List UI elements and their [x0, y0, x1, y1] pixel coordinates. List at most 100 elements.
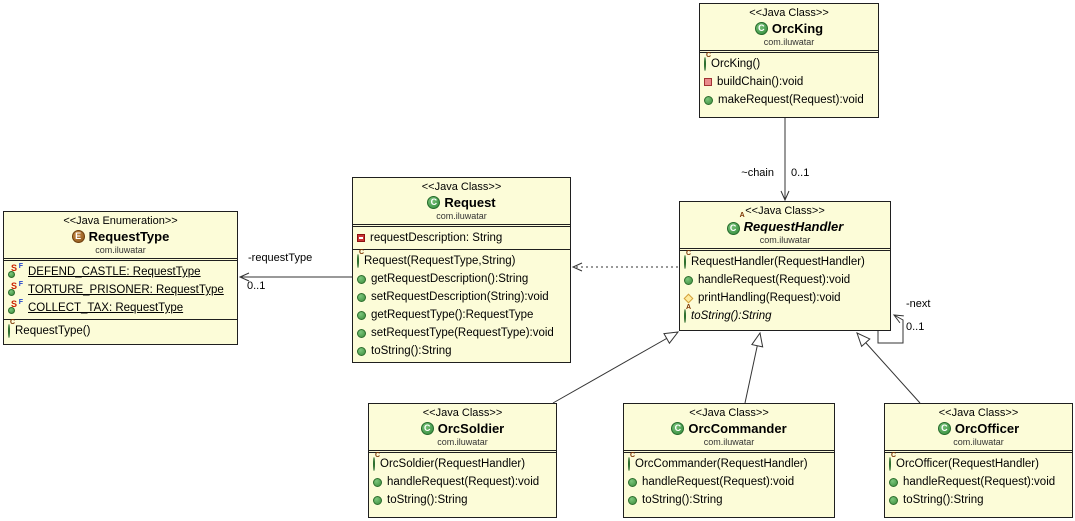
method-row[interactable]: C Request(RequestType,String) [353, 249, 570, 270]
class-box-orcsoldier[interactable]: <<Java Class>> C OrcSoldier com.iluwatar… [368, 403, 557, 518]
enum-constant-label: TORTURE_PRISONER: RequestType [28, 284, 224, 296]
public-method-icon [684, 275, 693, 285]
class-box-request[interactable]: <<Java Class>> C Request com.iluwatar re… [352, 177, 571, 363]
class-box-orcking[interactable]: <<Java Class>> C OrcKing com.iluwatar C … [699, 3, 879, 118]
method-row[interactable]: handleRequest(Request):void [885, 473, 1072, 491]
public-method-icon [357, 274, 366, 284]
class-header: <<Java Class>> C OrcOfficer com.iluwatar [885, 404, 1072, 451]
method-row[interactable]: C RequestHandler(RequestHandler) [680, 250, 890, 271]
next-association-label[interactable]: -next [906, 298, 931, 310]
next-multiplicity[interactable]: 0..1 [906, 321, 925, 333]
requesttype-association-label[interactable]: -requestType [248, 252, 313, 264]
class-box-orcofficer[interactable]: <<Java Class>> C OrcOfficer com.iluwatar… [884, 403, 1073, 518]
package-name: com.iluwatar [703, 437, 755, 447]
package-name: com.iluwatar [437, 437, 488, 447]
method-label: RequestType() [15, 325, 91, 337]
method-row[interactable]: setRequestType(RequestType):void [353, 324, 570, 342]
class-name: RequestType [88, 228, 170, 244]
method-label: makeRequest(Request):void [718, 94, 864, 106]
method-label: setRequestDescription(String):void [371, 291, 549, 303]
stereotype: <<Java Class>> [422, 407, 503, 419]
methods-compartment: C OrcOfficer(RequestHandler) handleReque… [885, 452, 1072, 511]
methods-compartment: C RequestType() [4, 319, 237, 342]
public-method-icon [628, 477, 637, 487]
method-label: toString():String [642, 494, 723, 506]
class-icon-letter: C [430, 197, 438, 207]
public-method-icon [628, 495, 637, 505]
orcofficer-generalization-line[interactable] [856, 332, 921, 404]
class-name-row: C OrcSoldier [369, 420, 556, 437]
public-method-icon [357, 346, 366, 356]
method-row[interactable]: handleRequest(Request):void [624, 473, 834, 491]
class-name-row: C OrcCommander [624, 420, 834, 437]
class-name: OrcKing [771, 20, 824, 36]
class-icon: C [420, 422, 434, 435]
package-name: com.iluwatar [953, 437, 1004, 447]
method-label: OrcSoldier(RequestHandler) [380, 458, 526, 470]
class-name: OrcOfficer [954, 420, 1020, 436]
method-row[interactable]: printHandling(Request):void [680, 289, 890, 307]
method-row[interactable]: handleRequest(Request):void [680, 271, 890, 289]
orccommander-generalization-line[interactable] [744, 331, 764, 404]
method-row[interactable]: toString():String [624, 491, 834, 509]
public-method-icon [704, 95, 713, 105]
class-header: <<Java Class>> C Request com.iluwatar [353, 178, 570, 225]
method-label: toString():String [903, 494, 984, 506]
method-row[interactable]: A toString():String [680, 304, 890, 325]
class-name: OrcCommander [688, 420, 787, 436]
method-label: printHandling(Request):void [698, 292, 841, 304]
constructor-method-icon: C [8, 319, 15, 338]
constructor-method-icon: C [684, 250, 691, 269]
class-icon: C [427, 196, 441, 209]
class-name-row: C OrcKing [700, 20, 878, 37]
constructor-sup: C [629, 452, 635, 459]
method-row[interactable]: C OrcOfficer(RequestHandler) [885, 452, 1072, 473]
method-row[interactable]: setRequestDescription(String):void [353, 288, 570, 306]
enum-icon: E [71, 230, 85, 243]
method-row[interactable]: toString():String [885, 491, 1072, 509]
methods-compartment: C Request(RequestType,String) getRequest… [353, 249, 570, 362]
public-method-icon [889, 477, 898, 487]
method-row[interactable]: C OrcKing() [700, 52, 878, 73]
class-name-row: C Request [353, 194, 570, 211]
class-header: <<Java Enumeration>> E RequestType com.i… [4, 212, 237, 259]
method-row[interactable]: buildChain():void [700, 73, 878, 91]
constructor-method-icon: C [628, 452, 635, 471]
method-row[interactable]: getRequestDescription():String [353, 270, 570, 288]
class-box-orccommander[interactable]: <<Java Class>> C OrcCommander com.iluwat… [623, 403, 835, 518]
protected-method-icon [683, 293, 694, 303]
method-row[interactable]: toString():String [353, 342, 570, 360]
field-row[interactable]: requestDescription: String [353, 229, 570, 247]
methods-compartment: C OrcSoldier(RequestHandler) handleReque… [369, 452, 556, 511]
orcsoldier-generalization-line[interactable] [552, 331, 680, 404]
method-row[interactable]: handleRequest(Request):void [369, 473, 556, 491]
constructor-sup: C [705, 52, 711, 59]
method-row[interactable]: C RequestType() [4, 319, 237, 340]
constructor-method-icon: C [704, 52, 711, 71]
stereotype: <<Java Class>> [938, 407, 1019, 419]
method-label: handleRequest(Request):void [698, 274, 851, 286]
method-row[interactable]: toString():String [369, 491, 556, 509]
requesttype-multiplicity[interactable]: 0..1 [247, 280, 266, 292]
constructor-method-icon: C [373, 452, 380, 471]
class-icon-letter: C [729, 222, 737, 233]
chain-multiplicity[interactable]: 0..1 [791, 167, 810, 179]
method-label: buildChain():void [717, 76, 804, 88]
static-sup: S [11, 263, 18, 273]
enum-box-requesttype[interactable]: <<Java Enumeration>> E RequestType com.i… [3, 211, 238, 345]
method-row[interactable]: makeRequest(Request):void [700, 91, 878, 109]
method-row[interactable]: C OrcCommander(RequestHandler) [624, 452, 834, 473]
method-row[interactable]: C OrcSoldier(RequestHandler) [369, 452, 556, 473]
method-row[interactable]: getRequestType():RequestType [353, 306, 570, 324]
chain-association-label[interactable]: ~chain [741, 167, 774, 179]
class-icon-letter: C [941, 423, 948, 433]
class-header: <<Java Class>> C OrcSoldier com.iluwatar [369, 404, 556, 451]
public-method-icon [373, 495, 382, 505]
